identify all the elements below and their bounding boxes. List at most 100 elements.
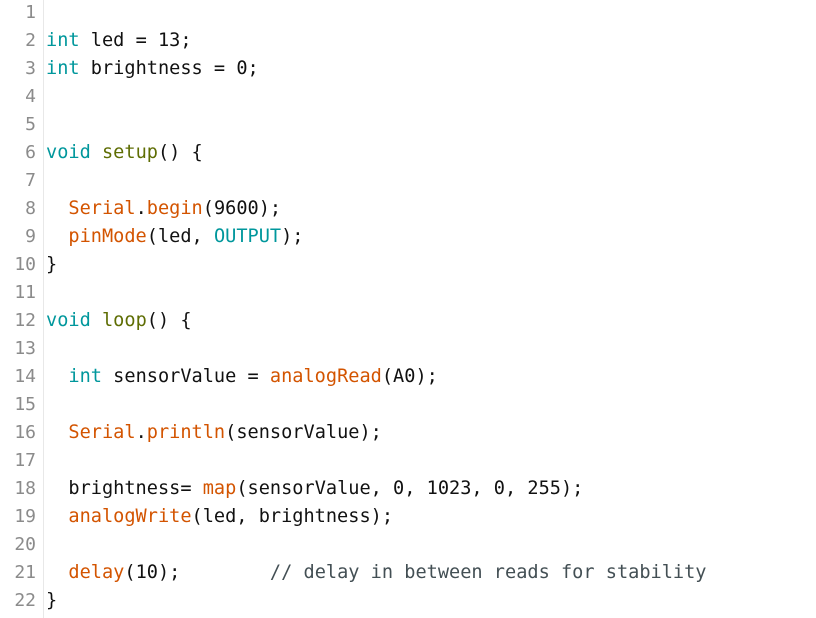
code-token [46,506,68,527]
line-number: 20 [14,534,36,555]
line-code[interactable]: pinMode(led, OUTPUT); [46,223,304,251]
line-code[interactable]: void setup() { [46,139,203,167]
code-line[interactable]: 17 [0,447,816,475]
code-token: pinMode [68,226,147,247]
code-token: (sensorValue, 0, 1023, 0, 255); [236,478,584,499]
code-line[interactable]: 7 [0,167,816,195]
code-token: } [46,590,58,611]
code-token: () { [146,310,192,331]
line-number: 3 [25,58,36,79]
line-number: 15 [14,394,36,415]
code-token: (9600); [202,198,282,219]
code-line[interactable]: 18 brightness= map(sensorValue, 0, 1023,… [0,475,816,503]
line-number: 14 [14,366,36,387]
line-number: 18 [14,478,36,499]
code-line[interactable]: 15 [0,391,816,419]
code-token: delay [68,562,125,583]
line-number: 21 [14,562,36,583]
code-line[interactable]: 19 analogWrite(led, brightness); [0,503,816,531]
code-token: } [46,254,58,275]
code-token: ); [281,226,304,247]
line-number: 5 [25,114,36,135]
line-code[interactable]: brightness= map(sensorValue, 0, 1023, 0,… [46,475,583,503]
code-token: (led, brightness); [191,506,394,527]
code-token [46,562,68,583]
code-line[interactable]: 13 [0,335,816,363]
code-token [91,142,102,163]
line-number: 11 [14,282,36,303]
code-line[interactable]: 4 [0,83,816,111]
code-comment: // delay in between reads for stability [180,562,707,583]
gutter-divider [43,0,44,618]
line-code[interactable]: Serial.println(sensorValue); [46,419,382,447]
code-token: map [202,478,237,499]
code-token: void [46,310,91,331]
line-code[interactable]: } [46,251,57,279]
line-number: 13 [14,338,36,359]
code-token: brightness= [46,478,203,499]
code-line[interactable]: 1 [0,0,816,27]
line-code[interactable]: int sensorValue = analogRead(A0); [46,363,438,391]
code-token: (A0); [381,366,438,387]
code-line[interactable]: 9 pinMode(led, OUTPUT); [0,223,816,251]
line-code[interactable]: delay(10); // delay in between reads for… [46,559,707,587]
line-number: 16 [14,422,36,443]
code-line[interactable]: 20 [0,531,816,559]
line-number: 12 [14,310,36,331]
code-token: . [135,198,147,219]
code-token: setup [101,142,158,163]
code-token: int [46,58,80,79]
code-token: int [68,366,102,387]
line-code[interactable]: int led = 13; [46,27,192,55]
code-line[interactable]: 21 delay(10); // delay in between reads … [0,559,816,587]
code-token: Serial [68,422,136,443]
line-number: 22 [14,590,36,611]
line-code[interactable]: analogWrite(led, brightness); [46,503,393,531]
line-number: 8 [25,198,36,219]
code-line[interactable]: 11 [0,279,816,307]
code-line[interactable]: 8 Serial.begin(9600); [0,195,816,223]
code-token [46,226,68,247]
code-line[interactable]: 5 [0,111,816,139]
code-token: int [46,30,80,51]
line-number: 10 [14,254,36,275]
line-code[interactable]: void loop() { [46,307,192,335]
line-number: 17 [14,450,36,471]
code-token: led = 13; [79,30,192,51]
line-code[interactable]: Serial.begin(9600); [46,195,281,223]
code-token: analogWrite [68,506,192,527]
code-line[interactable]: 16 Serial.println(sensorValue); [0,419,816,447]
code-token: (led, [146,226,214,247]
line-code[interactable]: } [46,587,57,615]
code-line[interactable]: 2 int led = 13; [0,27,816,55]
code-line[interactable]: 6 void setup() { [0,139,816,167]
code-line[interactable]: 22} [0,587,816,615]
code-token: void [46,142,91,163]
line-code[interactable]: int brightness = 0; [46,55,259,83]
code-token: loop [101,310,147,331]
code-line[interactable]: 3 int brightness = 0; [0,55,816,83]
line-number: 2 [25,30,36,51]
code-token: . [135,422,147,443]
code-token [46,422,68,443]
code-token: Serial [68,198,136,219]
code-token: (sensorValue); [225,422,382,443]
code-token: (10); [124,562,181,583]
code-token [91,310,102,331]
code-token: OUTPUT [213,226,282,247]
code-token: analogRead [269,366,382,387]
code-token [46,366,68,387]
code-token: println [146,422,226,443]
line-number: 19 [14,506,36,527]
code-token: sensorValue = [101,366,270,387]
code-token: brightness = 0; [79,58,259,79]
line-number: 6 [25,142,36,163]
line-number: 9 [25,226,36,247]
line-number-gutter [0,0,44,618]
code-line[interactable]: 14 int sensorValue = analogRead(A0); [0,363,816,391]
code-token [46,198,68,219]
code-line[interactable]: 10} [0,251,816,279]
code-line[interactable]: 12 void loop() { [0,307,816,335]
line-number: 7 [25,170,36,191]
